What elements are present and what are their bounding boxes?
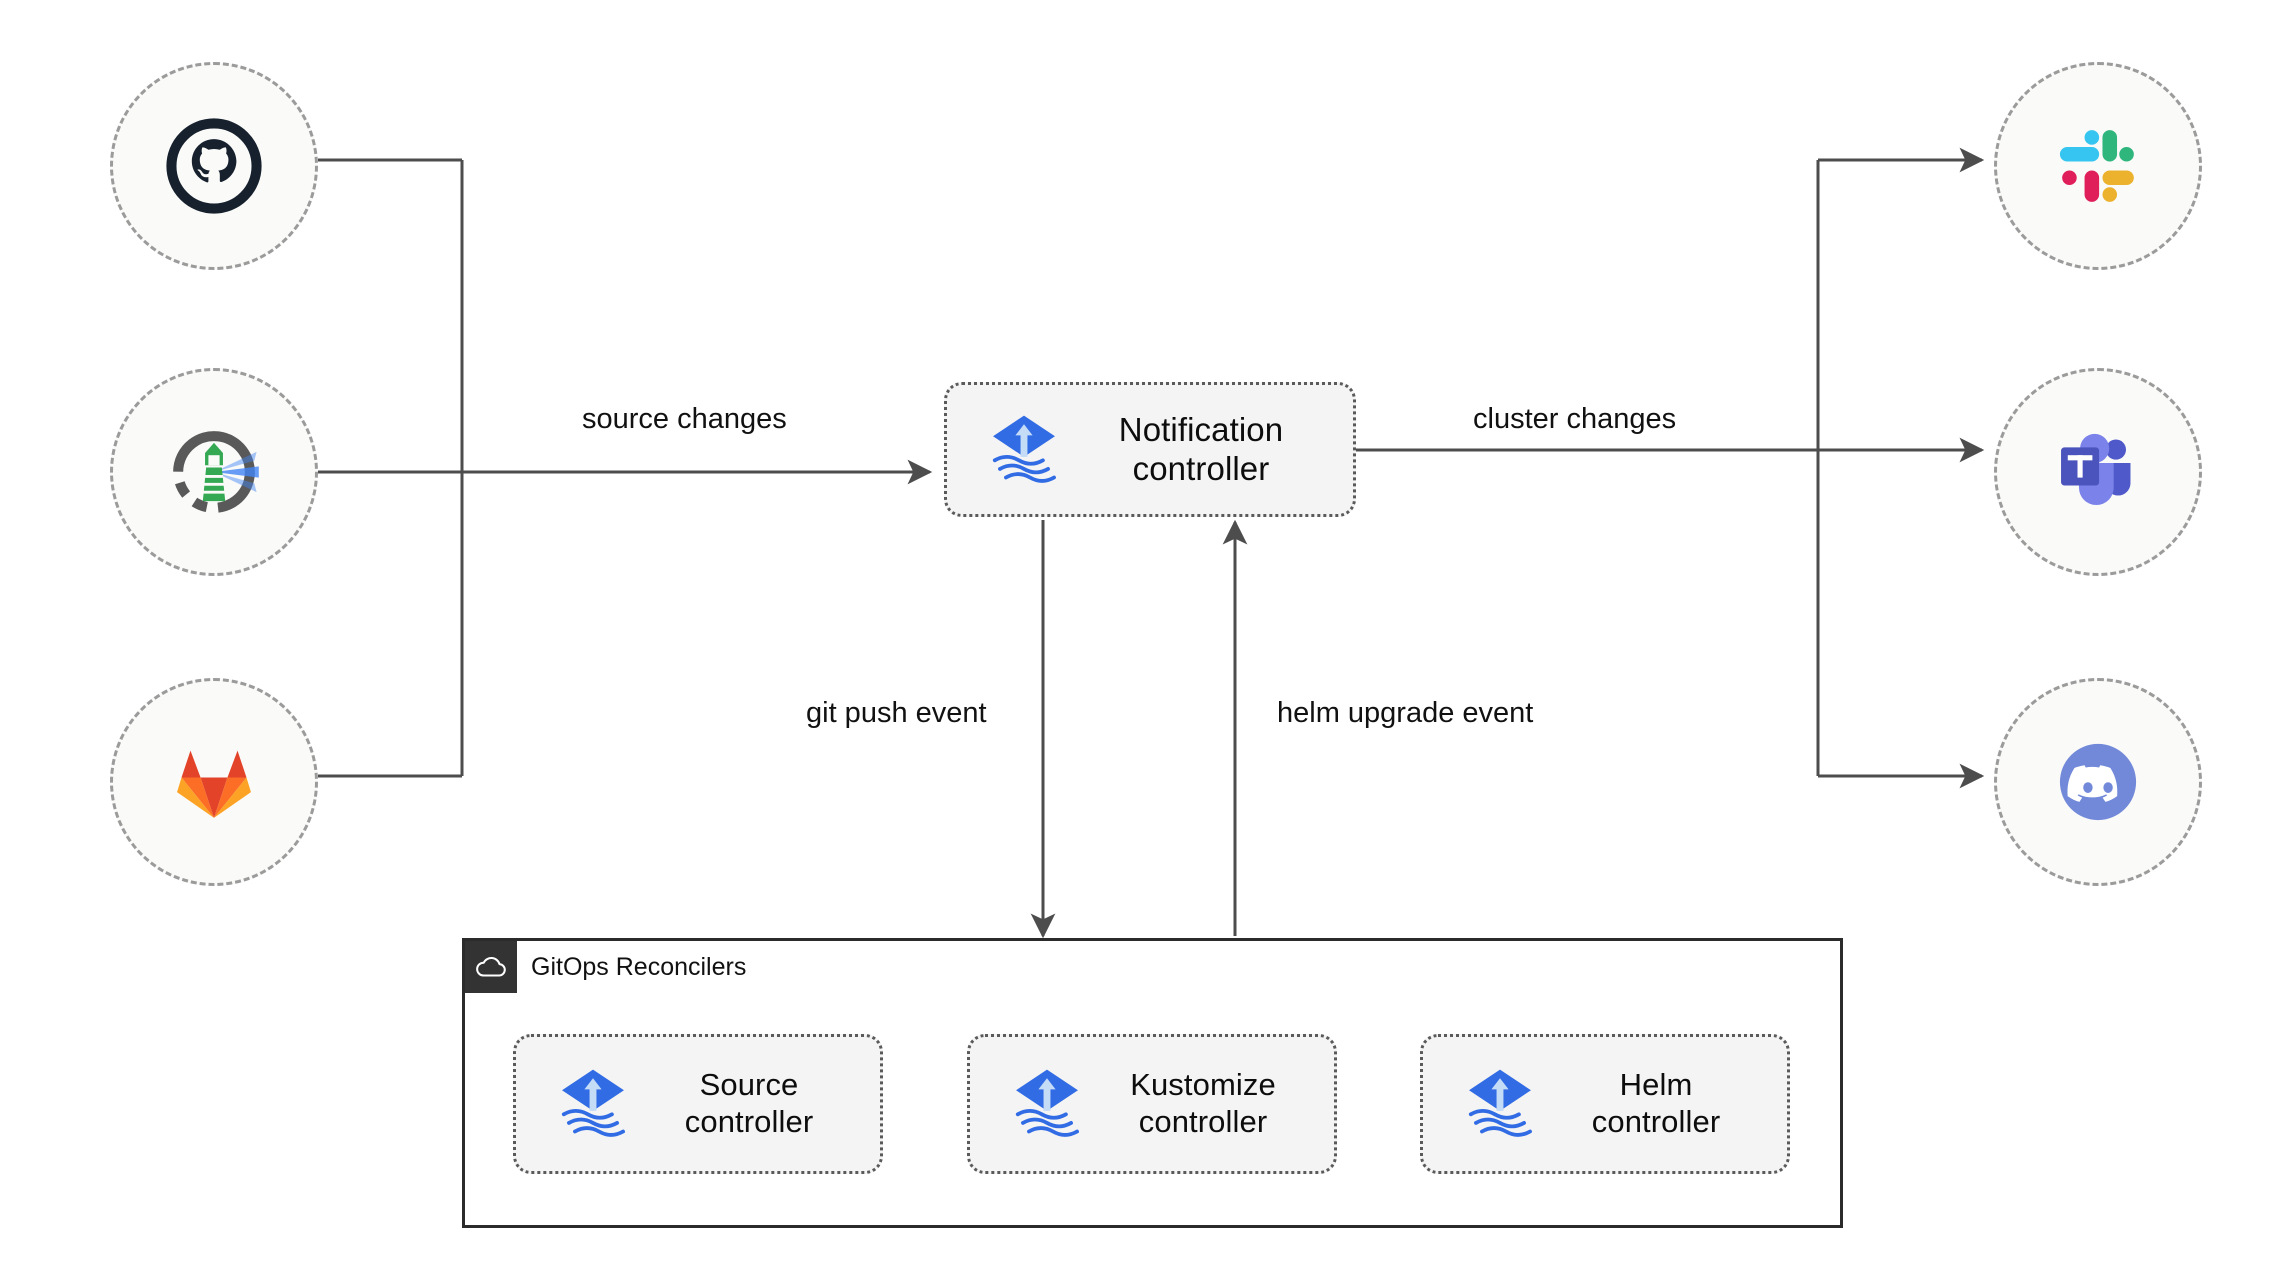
- source-controller-box[interactable]: Source controller: [513, 1034, 883, 1174]
- edge-label-source-changes: source changes: [582, 403, 787, 435]
- kustomize-controller-box[interactable]: Kustomize controller: [967, 1034, 1337, 1174]
- cloud-icon: [476, 956, 506, 977]
- destination-node-discord[interactable]: [1994, 678, 2202, 886]
- gitops-reconcilers-header: GitOps Reconcilers: [465, 941, 746, 993]
- source-node-github[interactable]: [110, 62, 318, 270]
- cloud-icon-badge: [465, 941, 517, 993]
- source-node-gitea[interactable]: [110, 368, 318, 576]
- destination-node-slack[interactable]: [1994, 62, 2202, 270]
- destination-node-teams[interactable]: [1994, 368, 2202, 576]
- discord-icon: [2059, 743, 2137, 821]
- kustomize-controller-label: Kustomize controller: [1090, 1067, 1334, 1140]
- source-controller-line1: Source: [699, 1067, 799, 1103]
- gitops-reconcilers-title: GitOps Reconcilers: [531, 952, 747, 981]
- notification-controller-line2: controller: [1132, 449, 1270, 487]
- kustomize-controller-line1: Kustomize: [1130, 1067, 1276, 1103]
- edge-label-helm-upgrade-event: helm upgrade event: [1277, 697, 1534, 729]
- edge-label-git-push-event: git push event: [806, 697, 987, 729]
- flux-icon: [992, 415, 1056, 483]
- edge-sources-to-notification: [318, 158, 933, 778]
- notification-controller-label: Notification controller: [1067, 411, 1353, 489]
- notification-controller-line1: Notification: [1118, 410, 1284, 448]
- helm-controller-line2: controller: [1591, 1104, 1721, 1139]
- helm-controller-label: Helm controller: [1543, 1067, 1787, 1140]
- slack-icon: [2059, 130, 2134, 202]
- flux-icon: [1015, 1069, 1079, 1137]
- edge-label-cluster-changes: cluster changes: [1473, 403, 1677, 435]
- flux-icon: [561, 1069, 625, 1137]
- gitea-icon: [173, 431, 259, 513]
- flux-icon: [1468, 1069, 1532, 1137]
- source-node-gitlab[interactable]: [110, 678, 318, 886]
- edge-notification-to-destinations: [1356, 147, 1985, 789]
- github-icon: [166, 118, 262, 214]
- helm-controller-box[interactable]: Helm controller: [1420, 1034, 1790, 1174]
- microsoft-teams-icon: [2061, 433, 2131, 506]
- helm-controller-line1: Helm: [1619, 1067, 1693, 1103]
- source-controller-line2: controller: [684, 1104, 814, 1139]
- kustomize-controller-line2: controller: [1138, 1104, 1268, 1139]
- gitlab-icon: [177, 750, 251, 818]
- notification-controller-box[interactable]: Notification controller: [944, 382, 1356, 517]
- source-controller-label: Source controller: [636, 1067, 880, 1140]
